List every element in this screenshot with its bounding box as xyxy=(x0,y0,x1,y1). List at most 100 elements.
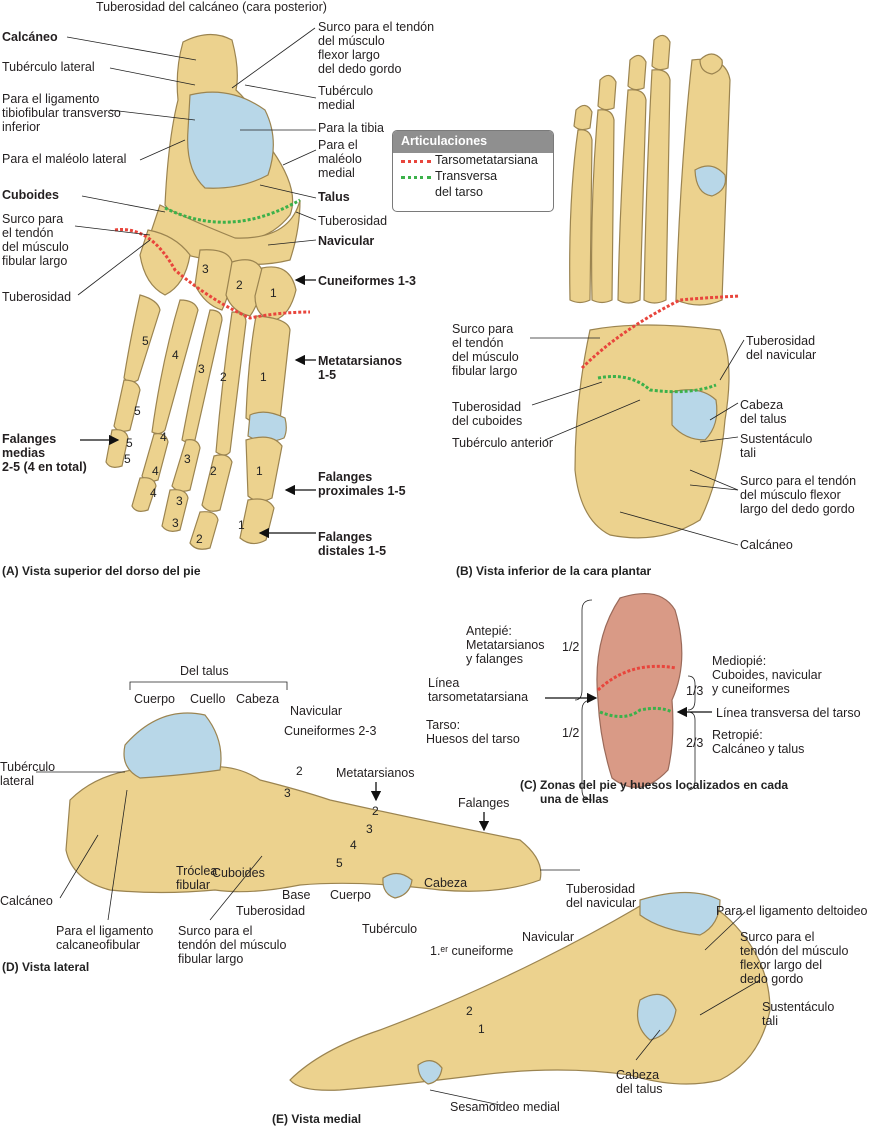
label-cabeza-talus-b: Cabeza del talus xyxy=(740,398,787,426)
panel-b-foot xyxy=(569,34,731,539)
label-cuneiformes-a: Cuneiformes 1-3 xyxy=(318,274,416,288)
caption-b: (B) Vista inferior de la cara plantar xyxy=(456,564,652,578)
num-a-cun2: 2 xyxy=(236,278,243,292)
legend-label-tarsometatarsal: Tarsometatarsiana xyxy=(435,153,538,167)
num-a-pp3: 3 xyxy=(184,452,191,466)
label-antepie: Antepié: Metatarsianos y falanges xyxy=(466,624,545,666)
legend-label-transverse: Transversa xyxy=(435,169,498,183)
caption-a: (A) Vista superior del dorso del pie xyxy=(2,564,201,578)
label-frac-mediopie: 1/3 xyxy=(686,684,704,698)
label-metatarsianos-a: Metatarsianos 1-5 xyxy=(318,354,403,382)
num-a-mt5: 5 xyxy=(142,334,149,348)
num-a-mt4: 4 xyxy=(172,348,179,362)
label-tarso: Tarso: Huesos del tarso xyxy=(426,718,520,746)
label-tuberculo-medial: Tubérculo medial xyxy=(318,84,374,112)
label-talus: Talus xyxy=(318,190,350,204)
num-d-mt2: 2 xyxy=(372,804,379,818)
joints-legend: Articulaciones Tarsometatarsiana Transve… xyxy=(392,130,554,212)
label-frac-tarso: 1/2 xyxy=(562,726,580,740)
label-tuberosidad-navicular-e: Tuberosidad del navicular xyxy=(566,882,637,910)
num-e-1: 1 xyxy=(478,1022,485,1036)
label-cabeza-mt: Cabeza xyxy=(424,876,468,890)
a-transverse-line xyxy=(164,198,301,224)
panel-d-foot xyxy=(65,712,542,899)
label-lig-deltoideo: Para el ligamento deltoideo xyxy=(716,904,868,918)
label-troclea: Tróclea fibular xyxy=(176,864,218,892)
label-tuberculo-lateral: Tubérculo lateral xyxy=(2,60,95,74)
label-surco-fibular-b: Surco para el tendón del músculo fibular… xyxy=(452,322,519,378)
num-e-2: 2 xyxy=(466,1004,473,1018)
label-calcaneo: Calcáneo xyxy=(2,30,58,44)
label-falanges-d: Falanges xyxy=(458,796,510,810)
label-navicular-a: Navicular xyxy=(318,234,375,248)
num-a-d1: 1 xyxy=(238,518,245,532)
num-a-d2: 2 xyxy=(196,532,203,546)
caption-d: (D) Vista lateral xyxy=(2,960,90,974)
label-cuboides-d: Cuboides xyxy=(212,866,265,880)
num-d-2: 2 xyxy=(296,764,303,778)
label-surco-fibular-d: Surco para el tendón del músculo fibular… xyxy=(178,924,287,966)
label-cuerpo-talus: Cuerpo xyxy=(134,692,175,706)
label-frac-antepie: 1/2 xyxy=(562,640,580,654)
label-surco-fibular-a: Surco para el tendón del músculo fibular… xyxy=(2,212,69,268)
red-dotted-swatch xyxy=(401,160,431,163)
legend-label-transverse-2: del tarso xyxy=(435,185,483,199)
num-a-pp5: 5 xyxy=(134,404,141,418)
b-transverse-line xyxy=(597,375,717,394)
green-dotted-swatch xyxy=(401,176,431,179)
label-tuberosidad-cuboides: Tuberosidad del cuboides xyxy=(452,400,523,428)
label-cuneiformes-d: Cuneiformes 2-3 xyxy=(284,724,377,738)
num-d-mt3: 3 xyxy=(366,822,373,836)
legend-item-transverse-line2: del tarso xyxy=(393,185,553,201)
num-a-pm3: 3 xyxy=(176,494,183,508)
num-a-d5: 5 xyxy=(124,452,131,466)
label-cuerpo-mt: Cuerpo xyxy=(330,888,371,902)
label-linea-tm: Línea tarsometatarsiana xyxy=(428,676,529,704)
label-sustentaculo-e: Sustentáculo tali xyxy=(762,1000,835,1028)
num-a-cun3: 3 xyxy=(202,262,209,276)
label-para-tibia: Para la tibia xyxy=(318,121,385,135)
label-calcaneo-b: Calcáneo xyxy=(740,538,793,552)
label-tuberosidad2: Tuberosidad xyxy=(318,214,388,228)
num-a-pm5: 5 xyxy=(126,436,133,450)
c-transverse-line xyxy=(599,706,673,718)
label-maleolo-lateral: Para el maléolo lateral xyxy=(2,152,127,166)
caption-c: (C) Zonas del pie y huesos localizados e… xyxy=(520,778,789,806)
num-a-mt1: 1 xyxy=(260,370,267,384)
panel-c-sole xyxy=(596,592,683,788)
label-cuneiforme-e: 1.ᵉʳ cuneiforme xyxy=(430,944,514,958)
label-maleolo-medial: Para el maléolo medial xyxy=(318,138,362,180)
num-a-pp2: 2 xyxy=(210,464,217,478)
label-falanges-medias: Falanges medias 2-5 (4 en total) xyxy=(2,432,87,474)
label-tuberosidad-calcaneo: Tuberosidad del calcáneo (cara posterior… xyxy=(96,0,327,14)
num-a-d4: 4 xyxy=(150,486,157,500)
label-ligamento-tibiofibular: Para el ligamento tibiofibular transvers… xyxy=(2,92,121,134)
num-a-mt2: 2 xyxy=(220,370,227,384)
num-a-pm4: 4 xyxy=(152,464,159,478)
caption-e: (E) Vista medial xyxy=(272,1112,362,1126)
legend-title: Articulaciones xyxy=(393,131,553,153)
c-tarsometatarsal-line xyxy=(596,664,677,692)
label-calcaneo-d: Calcáneo xyxy=(0,894,53,908)
label-sesamoideo: Sesamoideo medial xyxy=(450,1100,560,1114)
label-surco-flexor-b: Surco para el tendón del músculo flexor … xyxy=(740,474,857,516)
label-navicular-d: Navicular xyxy=(290,704,343,718)
a-tarsometatarsal-line xyxy=(114,228,311,320)
label-tuberculo-lateral-d: Tubérculo lateral xyxy=(0,760,56,788)
label-cabeza-talus-e: Cabeza del talus xyxy=(616,1068,663,1096)
label-frac-retropie: 2/3 xyxy=(686,736,704,750)
label-tuberosidad-a: Tuberosidad xyxy=(2,290,72,304)
num-a-mt3: 3 xyxy=(198,362,205,376)
label-lig-calcaneofibular: Para el ligamento calcaneofibular xyxy=(56,924,154,952)
label-tuberosidad-d: Tuberosidad xyxy=(236,904,306,918)
num-a-cun1: 1 xyxy=(270,286,277,300)
label-tuberosidad-navicular-b: Tuberosidad del navicular xyxy=(746,334,817,362)
label-surco-flexor-a: Surco para el tendón del músculo flexor … xyxy=(318,20,435,76)
num-d-mt4: 4 xyxy=(350,838,357,852)
label-tuberculo-anterior: Tubérculo anterior xyxy=(452,436,553,450)
num-d-3: 3 xyxy=(284,786,291,800)
legend-item-tarsometatarsal: Tarsometatarsiana xyxy=(393,153,553,169)
num-a-d3: 3 xyxy=(172,516,179,530)
label-del-talus: Del talus xyxy=(180,664,229,678)
label-navicular-e: Navicular xyxy=(522,930,575,944)
